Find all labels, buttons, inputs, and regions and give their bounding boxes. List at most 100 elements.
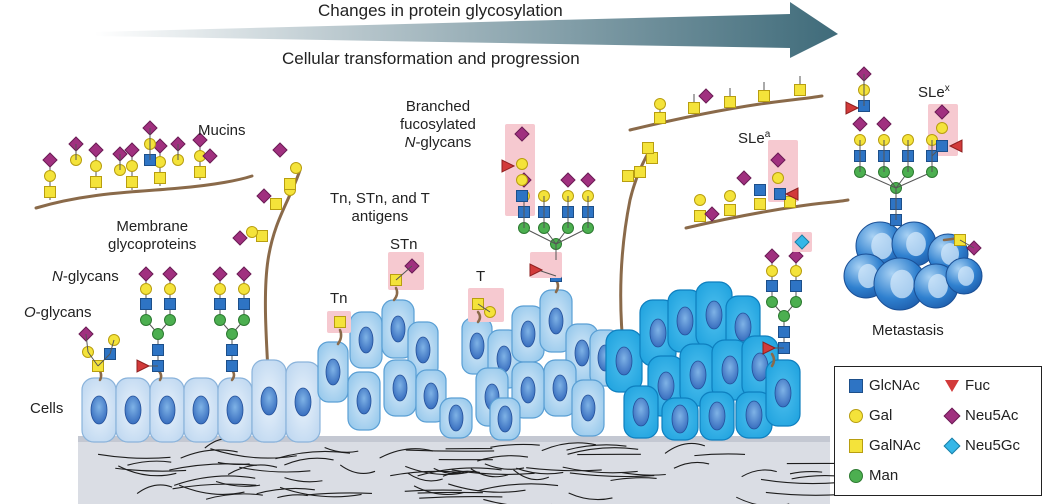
label-cells: Cells [30, 400, 64, 417]
cell-nucleus [657, 371, 675, 401]
neu5ac-diamond-icon [138, 266, 154, 282]
collagen-fiber [390, 470, 461, 477]
neu5gc-diamond-icon [943, 437, 961, 454]
glcnac-square-icon [152, 344, 164, 356]
neu5ac-diamond-icon [770, 152, 786, 168]
neu5ac-diamond-icon [560, 172, 576, 188]
cell-nucleus [708, 401, 726, 431]
cell-nucleus [497, 405, 513, 433]
neu5ac-diamond-icon [88, 142, 104, 158]
glcnac-square-icon [849, 378, 863, 393]
collagen-fiber [566, 444, 627, 451]
collagen-fiber [541, 442, 597, 452]
label-slea-sup: a [764, 129, 771, 140]
collagen-fiber [760, 478, 839, 485]
glycosidic-bond [109, 339, 115, 355]
glycosidic-bond [959, 239, 975, 249]
cell-nucleus [649, 318, 667, 348]
cell-nucleus [423, 382, 439, 410]
neu5ac-diamond-icon [514, 126, 530, 142]
gal-circle-icon [214, 283, 226, 295]
cell-nucleus [294, 387, 312, 417]
legend-label-gal: Gal [869, 407, 893, 424]
man-circle-icon [238, 314, 250, 326]
cell-nucleus [124, 395, 142, 425]
galnac-square-icon [654, 112, 666, 124]
galnac-square-icon [154, 172, 166, 184]
label-n-rest: -glycans [62, 268, 119, 285]
label-n-glycans: N-glycans [52, 268, 119, 286]
collagen-fiber [324, 446, 359, 453]
gal-circle-icon [126, 160, 138, 172]
cell-nucleus [580, 394, 596, 422]
gal-circle-icon [516, 174, 528, 186]
collagen-fiber [673, 461, 710, 469]
legend-item-neu5ac: Neu5Ac [943, 407, 1018, 424]
neu5ac-diamond-icon [124, 142, 140, 158]
extracellular-matrix [78, 436, 844, 504]
galnac-square-icon [334, 316, 346, 328]
neu5ac-diamond-icon [192, 132, 208, 148]
metastatic-nucleus [941, 243, 959, 265]
metastatic-nucleus [928, 273, 948, 299]
neu5ac-diamond-icon [212, 266, 228, 282]
glycosidic-bond [87, 351, 99, 367]
galnac-square-icon [724, 96, 736, 108]
glcnac-square-icon [214, 298, 226, 310]
glycosidic-bond [395, 265, 413, 281]
galnac-square-icon [849, 438, 863, 453]
man-circle-icon [790, 296, 802, 308]
collagen-fiber [419, 495, 503, 499]
gal-circle-icon [654, 98, 666, 110]
cell-nucleus [689, 360, 707, 390]
collagen-fiber [277, 494, 308, 499]
neu5ac-diamond-icon [934, 104, 950, 120]
metastatic-nucleus [957, 266, 975, 286]
glcnac-square-icon [516, 190, 528, 202]
man-circle-icon [766, 296, 778, 308]
cell-nucleus [356, 387, 372, 415]
galnac-square-icon [90, 176, 102, 188]
fuc-triangle-icon [529, 263, 544, 277]
glcnac-square-icon [766, 280, 778, 292]
glcnac-square-icon [140, 298, 152, 310]
glcnac-square-icon [790, 280, 802, 292]
collagen-fiber [621, 472, 666, 476]
cell-nucleus [721, 355, 739, 385]
fuc-triangle-icon [501, 159, 516, 173]
cell-nucleus [632, 397, 650, 427]
legend-item-fuc: Fuc [945, 377, 990, 394]
collagen-fiber [239, 466, 311, 473]
cell-nucleus [325, 358, 341, 386]
glycosidic-bond [477, 303, 491, 313]
galnac-square-icon [754, 198, 766, 210]
cell-nucleus [448, 404, 464, 432]
collagen-fiber [379, 448, 434, 459]
neu5ac-diamond-icon [232, 230, 248, 246]
collagen-fiber [562, 466, 638, 474]
galnac-square-icon [256, 230, 268, 242]
label-t: T [476, 268, 486, 285]
glcnac-square-icon [164, 298, 176, 310]
gal-circle-icon [164, 283, 176, 295]
legend-item-glcnac: GlcNAc [849, 377, 920, 394]
collagen-fiber [407, 472, 443, 482]
cell-nucleus [260, 386, 278, 416]
label-membrane-glycoproteins: Membrane glycoproteins [108, 218, 196, 254]
neu5ac-diamond-icon [162, 266, 178, 282]
metastatic-nucleus [871, 232, 893, 260]
collagen-fiber [569, 472, 655, 478]
collagen-fiber [736, 496, 790, 504]
neu5ac-diamond-icon [256, 188, 272, 204]
collagen-fiber [97, 453, 171, 459]
cell-nucleus [392, 374, 408, 402]
metastatic-nucleus [858, 263, 878, 289]
collagen-fiber [210, 448, 297, 459]
neu5gc-diamond-icon [794, 234, 810, 250]
collagen-fiber [610, 477, 657, 482]
label-mucins: Mucins [198, 122, 246, 139]
label-tn: Tn [330, 290, 348, 307]
fuc-triangle-icon [948, 139, 963, 153]
